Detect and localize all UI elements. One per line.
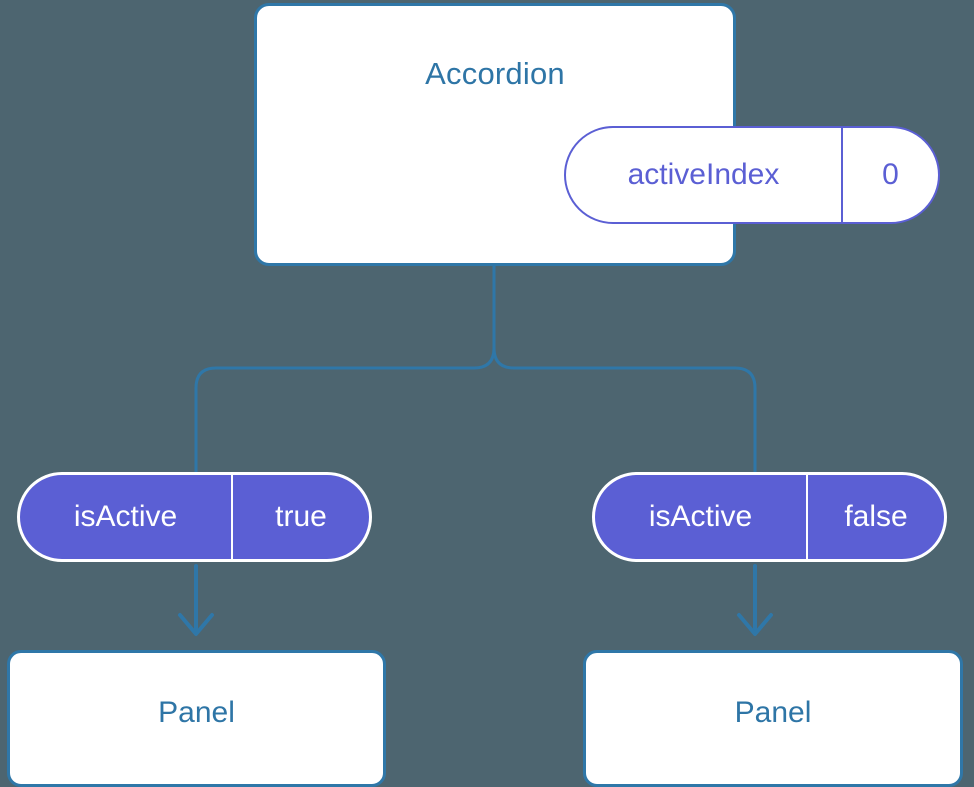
accordion-state-key: activeIndex	[566, 128, 843, 222]
tree-branch-connector-right	[492, 346, 757, 474]
panel-component-title-left: Panel	[158, 696, 235, 729]
panel-prop-key-left: isActive	[20, 475, 233, 559]
accordion-state-value: 0	[882, 158, 899, 191]
panel-prop-value-right: false	[844, 500, 908, 533]
arrow-head-left	[178, 613, 214, 636]
accordion-component-card: Accordion activeIndex 0	[254, 3, 940, 266]
diagram-canvas: Accordion activeIndex 0 isActive true is…	[7, 3, 963, 787]
panel-component-card-right: Panel	[583, 650, 963, 787]
accordion-state-pill: activeIndex 0	[564, 126, 940, 224]
accordion-component-title: Accordion	[425, 56, 565, 91]
panel-component-title-right: Panel	[734, 696, 812, 729]
panel-prop-key-right: isActive	[595, 475, 808, 559]
panel-prop-pill-right: isActive false	[592, 472, 947, 562]
panel-prop-value-left: true	[275, 500, 327, 533]
arrow-head-right	[737, 613, 773, 636]
panel-prop-pill-left: isActive true	[17, 472, 372, 562]
tree-branch-connector	[194, 264, 496, 474]
panel-component-card-left: Panel	[7, 650, 386, 787]
